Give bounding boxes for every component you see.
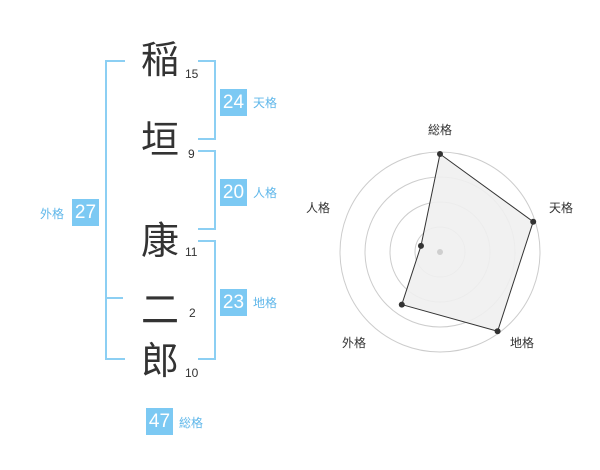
- chikaku-label: 地格: [253, 296, 278, 310]
- radar-point-gaikaku: [398, 301, 405, 308]
- tenkaku-value-badge: 24: [220, 89, 247, 116]
- soukaku-label: 総格: [179, 416, 204, 430]
- gaikaku-value-badge: 27: [72, 199, 99, 226]
- stroke-count-3: 11: [185, 245, 198, 259]
- radar-point-tenkaku: [530, 218, 537, 225]
- jinkaku-bracket: [198, 150, 216, 230]
- gaikaku-label: 外格: [40, 207, 65, 221]
- stroke-count-5: 10: [185, 366, 199, 380]
- stroke-count-2: 9: [188, 147, 195, 161]
- chikaku-value-badge: 23: [220, 289, 247, 316]
- radar-point-jinkaku: [417, 242, 424, 249]
- jinkaku-value-badge: 20: [220, 179, 247, 206]
- radar-center-dot: [437, 249, 443, 255]
- radar-label-soukaku: 総格: [428, 123, 453, 137]
- name-char-4: 二: [140, 288, 179, 332]
- name-char-2: 垣: [140, 118, 179, 162]
- radar-label-gaikaku: 外格: [342, 336, 367, 350]
- name-char-5: 郎: [140, 339, 179, 383]
- radar-label-tenkaku: 天格: [549, 201, 574, 215]
- name-char-1: 稲: [140, 38, 179, 82]
- bracket-tick: [105, 297, 123, 299]
- tenkaku-bracket: [198, 60, 216, 140]
- radar-polygon: [401, 153, 534, 332]
- radar-label-jinkaku: 人格: [306, 201, 331, 215]
- name-char-3: 康: [140, 219, 179, 263]
- stroke-count-4: 2: [189, 306, 196, 320]
- chikaku-bracket: [198, 240, 216, 360]
- jinkaku-label: 人格: [253, 186, 278, 200]
- stroke-count-1: 15: [185, 67, 199, 81]
- radar-point-chikaku: [494, 328, 501, 335]
- soukaku-value-badge: 47: [146, 408, 173, 435]
- tenkaku-label: 天格: [253, 96, 278, 110]
- radar-label-chikaku: 地格: [510, 336, 535, 350]
- radar-point-soukaku: [437, 151, 443, 157]
- gaikaku-bracket: [105, 60, 125, 360]
